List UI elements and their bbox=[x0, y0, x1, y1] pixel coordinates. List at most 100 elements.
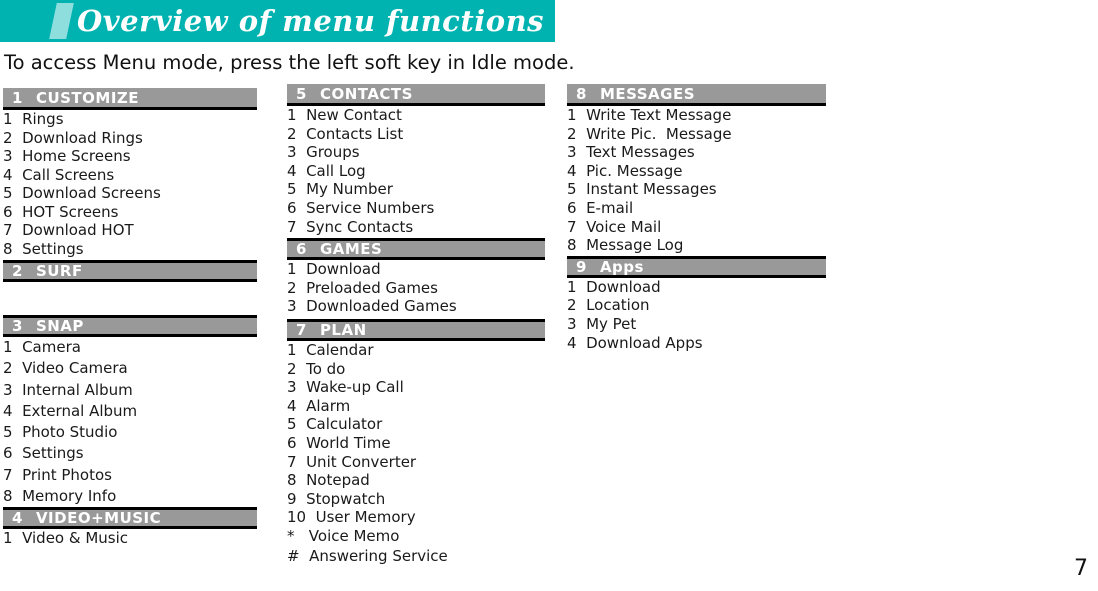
section-title: VIDEO+MUSIC bbox=[35, 509, 162, 528]
menu-item: 5 Instant Messages bbox=[567, 180, 717, 199]
menu-section-games: 6 GAMES 1 Download 2 Preloaded Games 3 D… bbox=[287, 238, 545, 316]
chapter-title: Overview of menu functions bbox=[77, 4, 545, 38]
section-item-list: 1 Download 2 Location 3 My Pet 4 Downloa… bbox=[567, 278, 826, 352]
menu-item: * Voice Memo bbox=[287, 526, 400, 545]
section-item-list: 1 Rings 2 Download Rings 3 Home Screens … bbox=[3, 110, 257, 258]
menu-column-3: 8 MESSAGES 1 Write Text Message 2 Write … bbox=[567, 84, 826, 352]
section-number: 8 bbox=[576, 84, 587, 103]
menu-item: 10 User Memory bbox=[287, 508, 416, 527]
menu-item: 3 Home Screens bbox=[3, 147, 131, 165]
menu-item: 6 E-mail bbox=[567, 198, 634, 217]
section-number: 2 bbox=[12, 262, 23, 280]
menu-item: 5 Photo Studio bbox=[3, 423, 118, 442]
menu-item: 4 Call Log bbox=[287, 161, 366, 180]
section-header-games: 6 GAMES bbox=[287, 238, 545, 261]
menu-item: 3 Wake-up Call bbox=[287, 378, 404, 397]
menu-section-contacts: 5 CONTACTS 1 New Contact 2 Contacts List… bbox=[287, 84, 545, 236]
menu-item: 1 Download bbox=[567, 277, 661, 296]
menu-item: 4 Download Apps bbox=[567, 333, 703, 352]
menu-item: 8 Notepad bbox=[287, 471, 370, 490]
menu-item: 8 Settings bbox=[3, 239, 84, 258]
section-item-list: 1 Calendar 2 To do 3 Wake-up Call 4 Alar… bbox=[287, 341, 545, 566]
section-header-messages: 8 MESSAGES bbox=[567, 84, 826, 106]
section-number: 6 bbox=[296, 240, 307, 259]
menu-item: 2 Contacts List bbox=[287, 124, 404, 143]
menu-item: 4 External Album bbox=[3, 401, 138, 420]
menu-item: 2 Preloaded Games bbox=[287, 278, 438, 297]
menu-item: 2 Video Camera bbox=[3, 359, 128, 378]
menu-item: 6 Settings bbox=[3, 444, 84, 463]
menu-item: 5 Download Screens bbox=[3, 184, 161, 202]
section-title: Apps bbox=[599, 257, 644, 276]
menu-section-video-music: 4 VIDEO+MUSIC 1 Video & Music bbox=[3, 507, 257, 548]
menu-section-surf: 2 SURF bbox=[3, 260, 257, 282]
menu-item: 7 Unit Converter bbox=[287, 452, 417, 471]
menu-item: 4 Pic. Message bbox=[567, 161, 683, 180]
section-title: GAMES bbox=[319, 240, 383, 259]
menu-item: 2 Location bbox=[567, 296, 650, 315]
section-title: PLAN bbox=[319, 320, 367, 339]
section-item-list: 1 Camera 2 Video Camera 3 Internal Album… bbox=[3, 337, 257, 507]
section-title: CUSTOMIZE bbox=[35, 88, 140, 107]
menu-section-snap: 3 SNAP 1 Camera 2 Video Camera 3 Interna… bbox=[3, 315, 257, 507]
menu-item: 1 Calendar bbox=[287, 340, 374, 359]
menu-item: 3 My Pet bbox=[567, 314, 637, 333]
menu-item: 7 Sync Contacts bbox=[287, 217, 414, 236]
menu-column-2: 5 CONTACTS 1 New Contact 2 Contacts List… bbox=[287, 84, 545, 566]
menu-item: 9 Stopwatch bbox=[287, 489, 386, 508]
section-number: 5 bbox=[296, 84, 307, 103]
menu-item: 1 New Contact bbox=[287, 106, 402, 124]
intro-text: To access Menu mode, press the left soft… bbox=[4, 51, 575, 74]
section-header-customize: 1 CUSTOMIZE bbox=[3, 88, 257, 110]
menu-item: 7 Voice Mail bbox=[567, 217, 662, 236]
section-number: 9 bbox=[576, 257, 587, 276]
menu-item: 1 Download bbox=[287, 260, 381, 279]
menu-item: 5 Calculator bbox=[287, 415, 383, 434]
section-item-list: 1 Video & Music bbox=[3, 529, 257, 548]
section-header-video-music: 4 VIDEO+MUSIC bbox=[3, 507, 257, 530]
menu-item: # Answering Service bbox=[287, 547, 448, 566]
section-number: 4 bbox=[12, 509, 23, 528]
menu-item: 6 HOT Screens bbox=[3, 202, 119, 221]
menu-section-customize: 1 CUSTOMIZE 1 Rings 2 Download Rings 3 H… bbox=[3, 88, 257, 258]
menu-item: 3 Groups bbox=[287, 143, 360, 162]
section-header-surf: 2 SURF bbox=[3, 260, 257, 282]
section-item-list: 1 Write Text Message 2 Write Pic. Messag… bbox=[567, 106, 826, 255]
menu-item: 1 Camera bbox=[3, 338, 81, 356]
menu-item: 6 World Time bbox=[287, 433, 391, 452]
menu-item: 1 Write Text Message bbox=[567, 106, 732, 124]
menu-column-1: 1 CUSTOMIZE 1 Rings 2 Download Rings 3 H… bbox=[3, 88, 257, 548]
menu-item: 3 Downloaded Games bbox=[287, 297, 457, 316]
menu-item: 5 My Number bbox=[287, 180, 393, 199]
section-item-list: 1 New Contact 2 Contacts List 3 Groups 4… bbox=[287, 106, 545, 236]
menu-item: 1 Video & Music bbox=[3, 529, 129, 548]
section-item-list: 1 Download 2 Preloaded Games 3 Downloade… bbox=[287, 260, 545, 316]
section-title: SNAP bbox=[35, 317, 84, 335]
section-number: 1 bbox=[12, 88, 23, 107]
menu-section-plan: 7 PLAN 1 Calendar 2 To do 3 Wake-up Call… bbox=[287, 318, 545, 566]
menu-item: 7 Print Photos bbox=[3, 465, 112, 484]
section-header-apps: 9 Apps bbox=[567, 255, 826, 278]
menu-item: 2 To do bbox=[287, 359, 346, 378]
menu-item: 3 Text Messages bbox=[567, 143, 695, 162]
menu-item: 7 Download HOT bbox=[3, 221, 134, 239]
section-header-contacts: 5 CONTACTS bbox=[287, 84, 545, 106]
section-number: 3 bbox=[12, 317, 23, 335]
menu-item: 2 Write Pic. Message bbox=[567, 124, 732, 143]
section-title: MESSAGES bbox=[599, 84, 696, 103]
section-title: CONTACTS bbox=[319, 84, 413, 103]
menu-item: 2 Download Rings bbox=[3, 128, 143, 147]
menu-section-messages: 8 MESSAGES 1 Write Text Message 2 Write … bbox=[567, 84, 826, 255]
section-header-snap: 3 SNAP bbox=[3, 315, 257, 337]
menu-item: 4 Alarm bbox=[287, 396, 351, 415]
page-number: 7 bbox=[1074, 556, 1088, 581]
section-header-plan: 7 PLAN bbox=[287, 318, 545, 341]
section-title: SURF bbox=[35, 262, 83, 280]
menu-item: 8 Message Log bbox=[567, 236, 684, 255]
chapter-banner: Overview of menu functions bbox=[0, 0, 555, 42]
menu-section-apps: 9 Apps 1 Download 2 Location 3 My Pet 4 … bbox=[567, 255, 826, 352]
section-number: 7 bbox=[296, 320, 307, 339]
menu-item: 1 Rings bbox=[3, 110, 64, 128]
banner-accent-shape bbox=[49, 3, 74, 39]
